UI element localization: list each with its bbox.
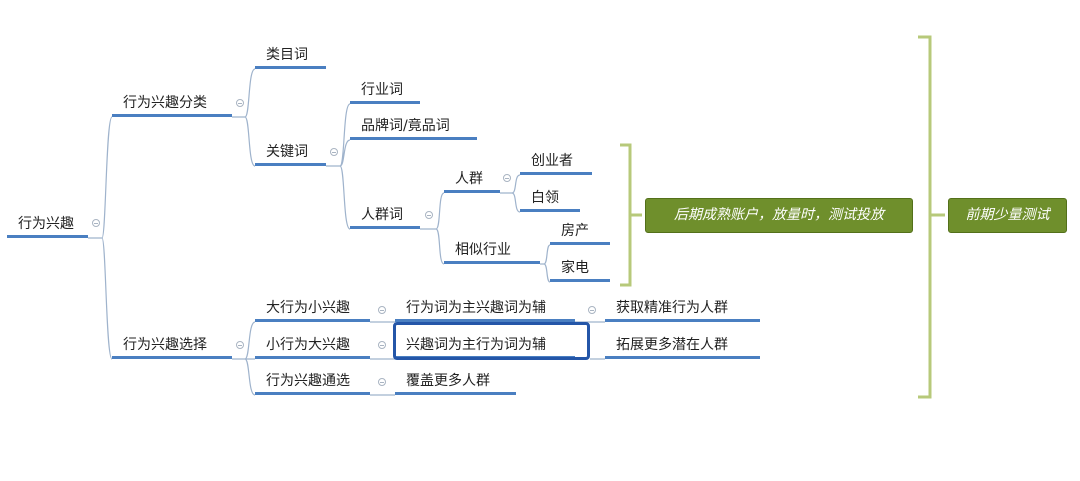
node-b1[interactable]: 行为词为主兴趣词为辅 [395, 297, 575, 322]
node-industry[interactable]: 行业词 [350, 79, 420, 104]
collapse-icon[interactable] [503, 174, 511, 182]
node-category[interactable]: 类目词 [255, 44, 326, 69]
collapse-icon[interactable] [330, 148, 338, 156]
collapse-icon[interactable] [236, 99, 244, 107]
node-small-big[interactable]: 小行为大兴趣 [255, 334, 370, 359]
collapse-icon[interactable] [378, 306, 386, 314]
selected-node-outline [393, 322, 590, 360]
node-r2[interactable]: 拓展更多潜在人群 [605, 334, 760, 359]
node-similar[interactable]: 相似行业 [444, 239, 540, 264]
root-node[interactable]: 行为兴趣 [7, 213, 88, 238]
node-keyword[interactable]: 关键词 [255, 141, 326, 166]
early-test-box[interactable]: 前期少量测试 [948, 198, 1067, 233]
node-founder[interactable]: 创业者 [520, 150, 592, 175]
node-classify[interactable]: 行为兴趣分类 [112, 92, 232, 117]
node-appliance[interactable]: 家电 [550, 257, 610, 282]
bracket-early [918, 35, 945, 399]
node-realestate[interactable]: 房产 [550, 220, 610, 245]
node-both[interactable]: 行为兴趣通选 [255, 370, 370, 395]
later-test-box[interactable]: 后期成熟账户，放量时，测试投放 [645, 198, 913, 233]
collapse-icon[interactable] [378, 341, 386, 349]
node-big-small[interactable]: 大行为小兴趣 [255, 297, 370, 322]
node-brand[interactable]: 品牌词/竟品词 [350, 115, 477, 140]
node-crowd[interactable]: 人群 [444, 168, 500, 193]
collapse-icon[interactable] [236, 341, 244, 349]
bracket-later [620, 143, 642, 287]
node-b3[interactable]: 覆盖更多人群 [395, 370, 516, 395]
collapse-icon[interactable] [378, 378, 386, 386]
collapse-icon[interactable] [92, 219, 100, 227]
collapse-icon[interactable] [425, 211, 433, 219]
collapse-icon[interactable] [588, 306, 596, 314]
node-r1[interactable]: 获取精准行为人群 [605, 297, 760, 322]
node-white-collar[interactable]: 白领 [520, 187, 580, 212]
node-select[interactable]: 行为兴趣选择 [112, 334, 232, 359]
node-crowd-word[interactable]: 人群词 [350, 204, 420, 229]
